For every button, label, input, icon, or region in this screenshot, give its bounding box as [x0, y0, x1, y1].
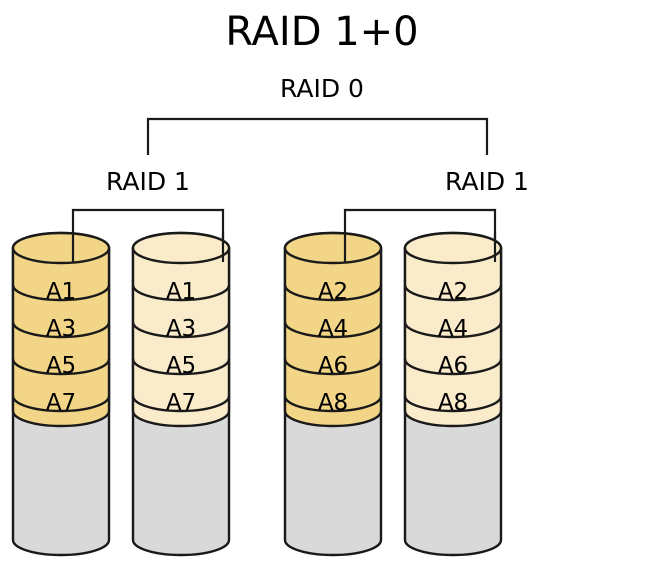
disk-1-block-label-3: A7 [46, 390, 76, 416]
raid1-group-label-right: RAID 1 [445, 167, 529, 196]
disk-2-band-separator-3 [131, 358, 231, 376]
disk-2: A1 A3 A5 A7 [131, 231, 231, 557]
disk-2-band-separator-1 [131, 284, 231, 302]
disk-2-top-surface [131, 231, 231, 265]
raid0-bracket-connector [146, 117, 489, 155]
disk-4-block-label-0: A2 [438, 279, 468, 305]
raid1-group-label-left: RAID 1 [106, 167, 190, 196]
disk-4-block-label-1: A4 [438, 316, 468, 342]
disk-1-band-separator-4 [11, 395, 111, 413]
disk-1-block-label-0: A1 [46, 279, 76, 305]
disk-2-band-separator-4 [131, 395, 231, 413]
disk-1-block-label-2: A5 [46, 353, 76, 379]
disk-2-block-label-1: A3 [166, 316, 196, 342]
disk-1: A1 A3 A5 A7 [11, 231, 111, 557]
disk-2-block-label-0: A1 [166, 279, 196, 305]
disk-4-band-separator-3 [403, 358, 503, 376]
disk-1-block-label-1: A3 [46, 316, 76, 342]
disk-2-block-label-2: A5 [166, 353, 196, 379]
page-title: RAID 1+0 [225, 9, 418, 55]
disk-4-band-separator-2 [403, 321, 503, 339]
disk-1-band-separator-1 [11, 284, 111, 302]
disk-3-band-separator-2 [283, 321, 383, 339]
disk-2-block-label-3: A7 [166, 390, 196, 416]
disk-4-top-surface [403, 231, 503, 265]
disk-3-block-label-1: A4 [318, 316, 348, 342]
disk-3-block-label-0: A2 [318, 279, 348, 305]
disk-4-band-separator-4 [403, 395, 503, 413]
disk-3: A2 A4 A6 A8 [283, 231, 383, 557]
raid0-group-label: RAID 0 [280, 74, 364, 103]
disk-4-block-label-3: A8 [438, 390, 468, 416]
disk-3-band-separator-3 [283, 358, 383, 376]
disk-3-block-label-2: A6 [318, 353, 348, 379]
disk-1-top-surface [11, 231, 111, 265]
disk-4: A2 A4 A6 A8 [403, 231, 503, 557]
disk-4-block-label-2: A6 [438, 353, 468, 379]
disk-1-band-separator-3 [11, 358, 111, 376]
disk-3-band-separator-1 [283, 284, 383, 302]
disk-1-band-separator-2 [11, 321, 111, 339]
disk-3-block-label-3: A8 [318, 390, 348, 416]
disk-4-band-separator-1 [403, 284, 503, 302]
disk-3-top-surface [283, 231, 383, 265]
disk-3-band-separator-4 [283, 395, 383, 413]
disk-2-band-separator-2 [131, 321, 231, 339]
